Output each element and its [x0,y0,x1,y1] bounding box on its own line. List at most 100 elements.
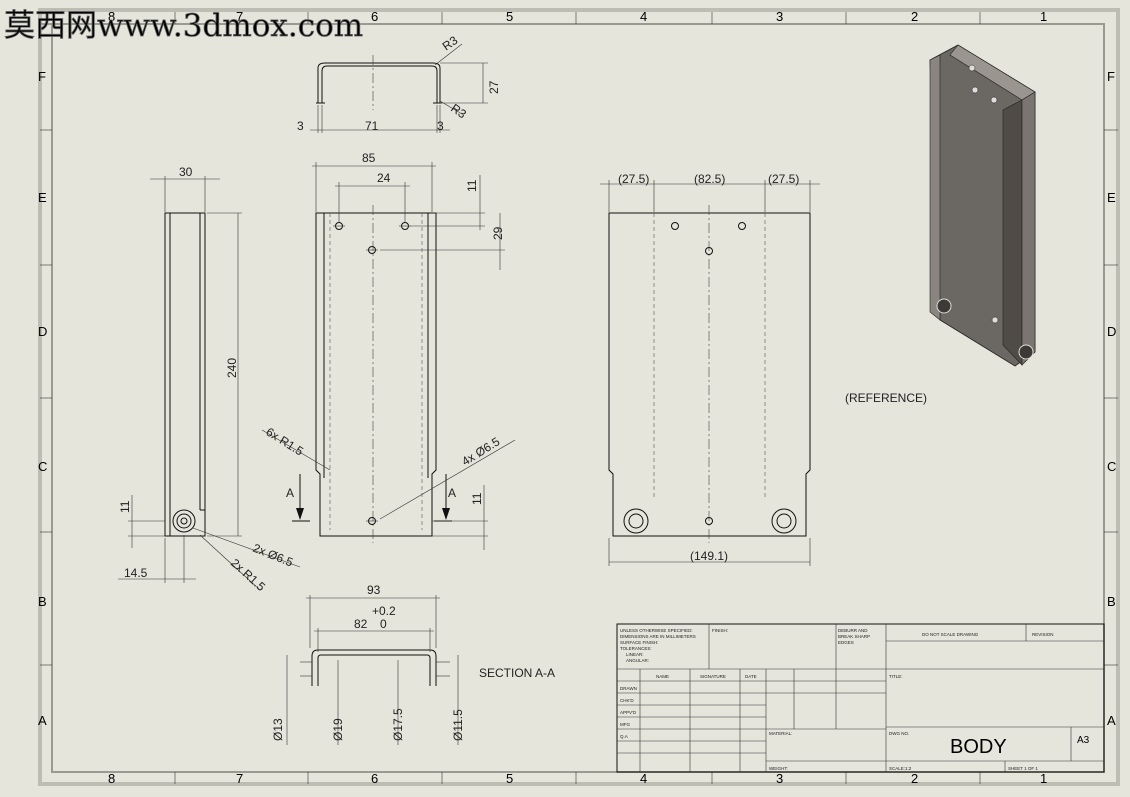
col-label: 3 [776,771,783,786]
col-header-date: DATE [745,674,757,679]
reference-label: (REFERENCE) [845,391,927,405]
dim-label: 11 [470,492,484,505]
col-label: 8 [108,771,115,786]
row-labels-right: F E D C B A [1107,69,1116,728]
note-line: DIMENSIONS ARE IN MILLIMETERS [620,634,696,639]
col-label: 7 [236,9,243,24]
dim-label: 71 [365,119,379,133]
section-marker-label: A [448,486,456,500]
row-label: F [38,69,46,84]
weight-label: WEIGHT: [769,766,788,771]
row-label: MFG [620,722,630,727]
drawing-title: BODY [950,736,1007,758]
column-labels-bottom: 8 7 6 5 4 3 2 1 [108,771,1047,786]
sheet-size: A3 [1077,735,1090,746]
note-line: TOLERANCES: [620,646,652,651]
section-view: 93 +0.2 82 0 SECTION A-A Ø13 Ø19 Ø17.5 Ø… [271,583,555,745]
dim-label: 11 [118,500,132,513]
note-line: SURFACE FINISH: [620,640,659,645]
dim-label: 29 [491,226,505,240]
col-label: 4 [640,771,647,786]
row-label: E [1107,190,1116,205]
dim-label: 3 [437,119,444,133]
side-view: 30 240 11 14.5 2x Ø6.5 2x R1.5 [118,165,301,594]
note-line: UNLESS OTHERWISE SPECIFIED: [620,628,693,633]
deburr-line: BREAK SHARP [838,634,870,639]
row-label: D [1107,324,1116,339]
dim-label: 82 [354,617,368,631]
row-label: B [38,594,47,609]
row-label: E [38,190,47,205]
row-label: Q.A [620,734,628,739]
note-line: LINEAR: [626,652,644,657]
flat-pattern-view: (27.5) (82.5) (27.5) (149.1) [600,172,820,566]
row-label: D [38,324,47,339]
dim-label: 0 [380,617,387,631]
isometric-model [929,44,1036,367]
deburr-line: EDGES [838,640,854,645]
col-header-signature: SIGNATURE [700,674,726,679]
col-label: 8 [108,9,115,24]
row-label: CHK'D [620,698,634,703]
section-marker-label: A [286,486,294,500]
row-labels-left: F E D C B A [38,69,47,728]
dim-label: 14.5 [124,566,148,580]
row-label: B [1107,594,1116,609]
front-view: 85 24 11 29 6x R1.5 4x Ø6.5 11 A A [261,151,516,550]
col-label: 6 [371,9,378,24]
col-label: 6 [371,771,378,786]
row-label: APPV'D [620,710,637,715]
row-label: A [38,713,47,728]
no-scale-label: DO NOT SCALE DRAWING [922,632,979,637]
row-label: F [1107,69,1115,84]
revision-label: REVISION [1032,632,1054,637]
material-label: MATERIAL: [769,731,792,736]
dim-label: Ø17.5 [391,708,405,741]
row-label: C [1107,459,1116,474]
dim-label: +0.2 [372,604,396,618]
dim-label: 85 [362,151,376,165]
col-label: 1 [1040,771,1047,786]
sheet-number: SHEET 1 OF 1 [1008,766,1038,771]
dim-label: 27 [487,80,501,94]
col-label: 2 [911,9,918,24]
col-label: 4 [640,9,647,24]
row-label: A [1107,713,1116,728]
sheet-frame [38,8,1120,786]
col-label: 5 [506,9,513,24]
row-label: C [38,459,47,474]
dim-label: R3 [440,33,461,53]
col-label: 7 [236,771,243,786]
dwg-no-label: DWG NO. [889,731,909,736]
dim-label: 3 [297,119,304,133]
col-label: 2 [911,771,918,786]
dim-label: (27.5) [768,172,799,186]
title-block: UNLESS OTHERWISE SPECIFIED: DIMENSIONS A… [616,623,1105,773]
finish-label: FINISH: [712,628,728,633]
col-label: 5 [506,771,513,786]
section-title: SECTION A-A [479,666,555,680]
dim-label: R3 [448,101,469,121]
watermark: 莫西网www.3dmox.com [4,8,363,44]
dim-label: 2x Ø6.5 [251,541,296,570]
top-view: R3 R3 27 3 71 3 [297,33,501,133]
col-header-name: NAME [656,674,669,679]
row-label: DRAWN [620,686,637,691]
dim-label: Ø13 [271,718,285,741]
title-label: TITLE: [889,674,903,679]
dim-label: 2x R1.5 [228,556,268,594]
dim-label: Ø11.5 [451,709,465,741]
dim-label: 30 [179,165,193,179]
deburr-line: DEBURR AND [838,628,868,633]
col-label: 3 [776,9,783,24]
col-label: 1 [1040,9,1047,24]
note-line: ANGULAR: [626,658,649,663]
dim-label: 11 [465,179,479,192]
dim-label: 24 [377,171,391,185]
dim-label: (27.5) [618,172,649,186]
dim-label: (82.5) [694,172,725,186]
dim-label: Ø19 [331,718,345,741]
dim-label: 240 [225,358,239,378]
dim-label: (149.1) [690,549,728,563]
